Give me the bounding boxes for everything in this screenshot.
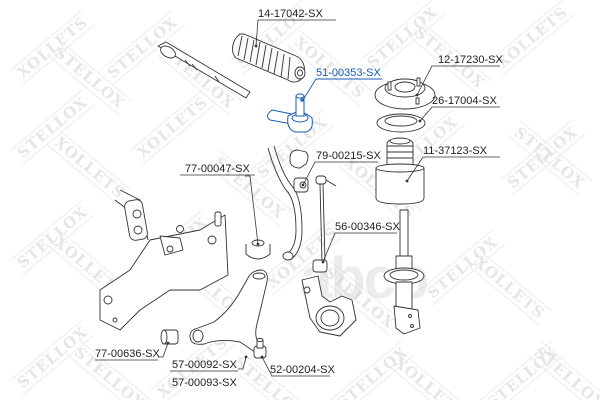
bump-stop[interactable]: [375, 137, 425, 205]
leader-77-00047: [245, 175, 259, 245]
ball-joint[interactable]: [253, 338, 267, 359]
strut-top-mount[interactable]: [374, 77, 436, 110]
callout-77-00636-sx[interactable]: 77-00636-SX: [95, 348, 160, 360]
callout-56-00346-sx[interactable]: 56-00346-SX: [335, 221, 400, 233]
callout-11-37123-sx[interactable]: 11-37123-SX: [423, 145, 488, 157]
control-arm-bushing[interactable]: [160, 329, 179, 345]
callout-57-00092-sx[interactable]: 57-00092-SX: [172, 359, 237, 371]
steering-rack-boot[interactable]: [232, 33, 306, 83]
tie-rod-end[interactable]: [266, 93, 313, 133]
leader-77-00636: [158, 342, 169, 358]
strut-bearing[interactable]: [376, 113, 426, 133]
callout-77-00047-sx[interactable]: 77-00047-SX: [185, 163, 250, 175]
leader-51-00353: [302, 78, 382, 101]
control-arm[interactable]: [189, 269, 268, 355]
leader-52-00204: [261, 356, 330, 377]
shock-absorber[interactable]: [383, 209, 425, 335]
steering-knuckle[interactable]: [301, 275, 357, 337]
leader-79-00215: [302, 161, 378, 186]
leader-26-17004: [419, 106, 500, 122]
callout-79-00215-sx[interactable]: 79-00215-SX: [316, 150, 381, 162]
callout-26-17004-sx[interactable]: 26-17004-SX: [432, 95, 497, 107]
callout-57-00093-sx[interactable]: 57-00093-SX: [172, 377, 237, 389]
leader-57-00092: [238, 356, 247, 370]
leader-12-17230: [416, 65, 500, 96]
callout-51-00353-sx[interactable]: 51-00353-SX: [316, 67, 381, 79]
stabilizer-bar[interactable]: [267, 145, 303, 261]
subframe[interactable]: [99, 189, 229, 331]
leader-56-00346: [322, 232, 397, 263]
inner-tie-rod[interactable]: [157, 41, 251, 99]
callout-52-00204-sx[interactable]: 52-00204-SX: [270, 364, 335, 376]
callout-12-17230-sx[interactable]: 12-17230-SX: [438, 54, 503, 66]
callout-14-17042-sx[interactable]: 14-17042-SX: [258, 8, 323, 20]
leader-14-17042: [255, 19, 336, 47]
leader-11-37123: [406, 156, 500, 182]
